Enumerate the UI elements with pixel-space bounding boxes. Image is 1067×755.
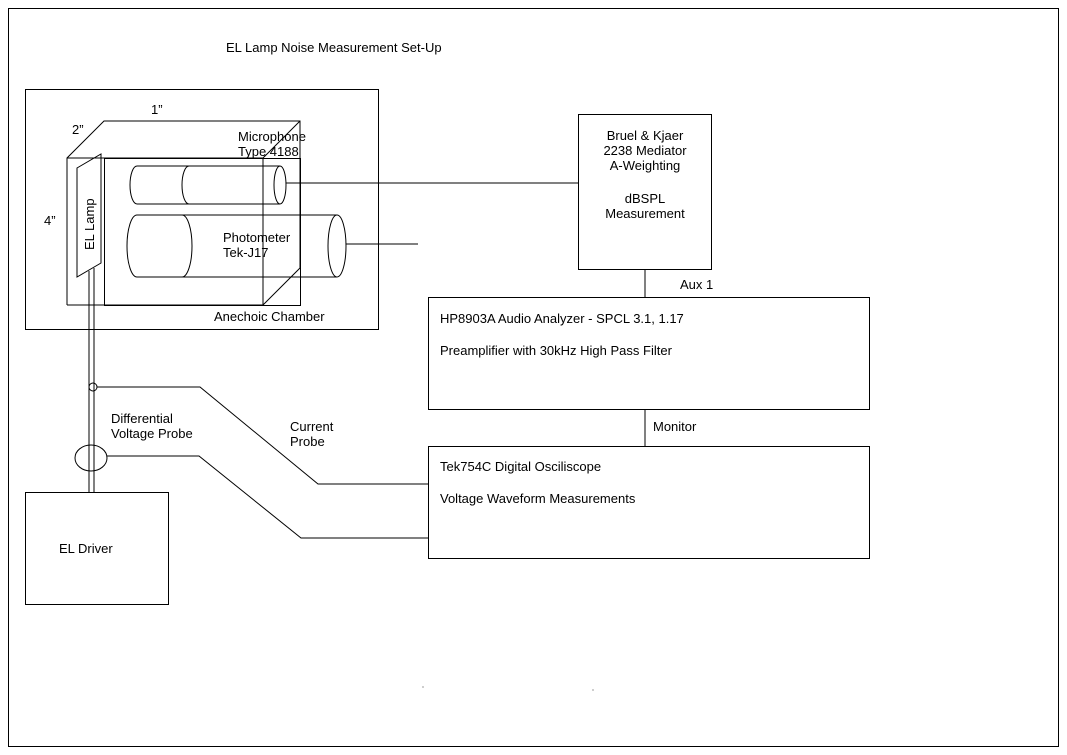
current-probe-label-2: Probe bbox=[290, 434, 325, 449]
depth-dimension: 1” bbox=[151, 102, 163, 117]
diagram-title: EL Lamp Noise Measurement Set-Up bbox=[226, 40, 442, 55]
voltage-probe-clamp bbox=[74, 444, 108, 472]
meter-measurement: Measurement bbox=[605, 206, 685, 221]
microphone-type: Type 4188 bbox=[238, 144, 299, 159]
sound-meter-box bbox=[578, 114, 712, 270]
photometer-model: Tek-J17 bbox=[223, 245, 269, 260]
meter-weighting: A-Weighting bbox=[610, 158, 681, 173]
outer-frame bbox=[8, 8, 1059, 747]
oscilloscope-title: Tek754C Digital Osciliscope bbox=[440, 459, 601, 474]
photometer-name: Photometer bbox=[223, 230, 291, 245]
microphone-cylinder bbox=[129, 165, 287, 205]
meter-brand: Bruel & Kjaer bbox=[607, 128, 684, 143]
current-probe-label-1: Current bbox=[290, 419, 334, 434]
voltage-probe-label-2: Voltage Probe bbox=[111, 426, 193, 441]
anechoic-chamber-box bbox=[25, 89, 379, 330]
el-driver-label: EL Driver bbox=[59, 541, 113, 556]
height-dimension: 4” bbox=[44, 213, 56, 228]
meter-model: 2238 Mediator bbox=[603, 143, 687, 158]
analyzer-title: HP8903A Audio Analyzer - SPCL 3.1, 1.17 bbox=[440, 311, 684, 326]
aux-label: Aux 1 bbox=[680, 277, 713, 292]
speck bbox=[422, 686, 424, 688]
analyzer-filter: Preamplifier with 30kHz High Pass Filter bbox=[440, 343, 673, 358]
microphone-name: Microphone bbox=[238, 129, 306, 144]
cube bbox=[66, 120, 301, 306]
el-driver-box bbox=[25, 492, 169, 605]
photometer-cylinder bbox=[126, 214, 347, 278]
el-lamp-label: EL Lamp bbox=[82, 198, 97, 250]
oscilloscope-measurement: Voltage Waveform Measurements bbox=[440, 491, 636, 506]
voltage-probe-label-1: Differential bbox=[111, 411, 173, 426]
current-probe-cable bbox=[97, 386, 428, 485]
voltage-probe-cable bbox=[107, 455, 428, 539]
oscilloscope-box bbox=[428, 446, 870, 559]
speck bbox=[592, 689, 594, 691]
audio-analyzer-box bbox=[428, 297, 870, 410]
monitor-label: Monitor bbox=[653, 419, 697, 434]
chamber-label: Anechoic Chamber bbox=[214, 309, 325, 324]
meter-unit: dBSPL bbox=[625, 191, 665, 206]
width-dimension: 2” bbox=[72, 122, 84, 137]
current-probe-clamp bbox=[88, 382, 98, 392]
el-lamp-panel bbox=[76, 153, 102, 282]
